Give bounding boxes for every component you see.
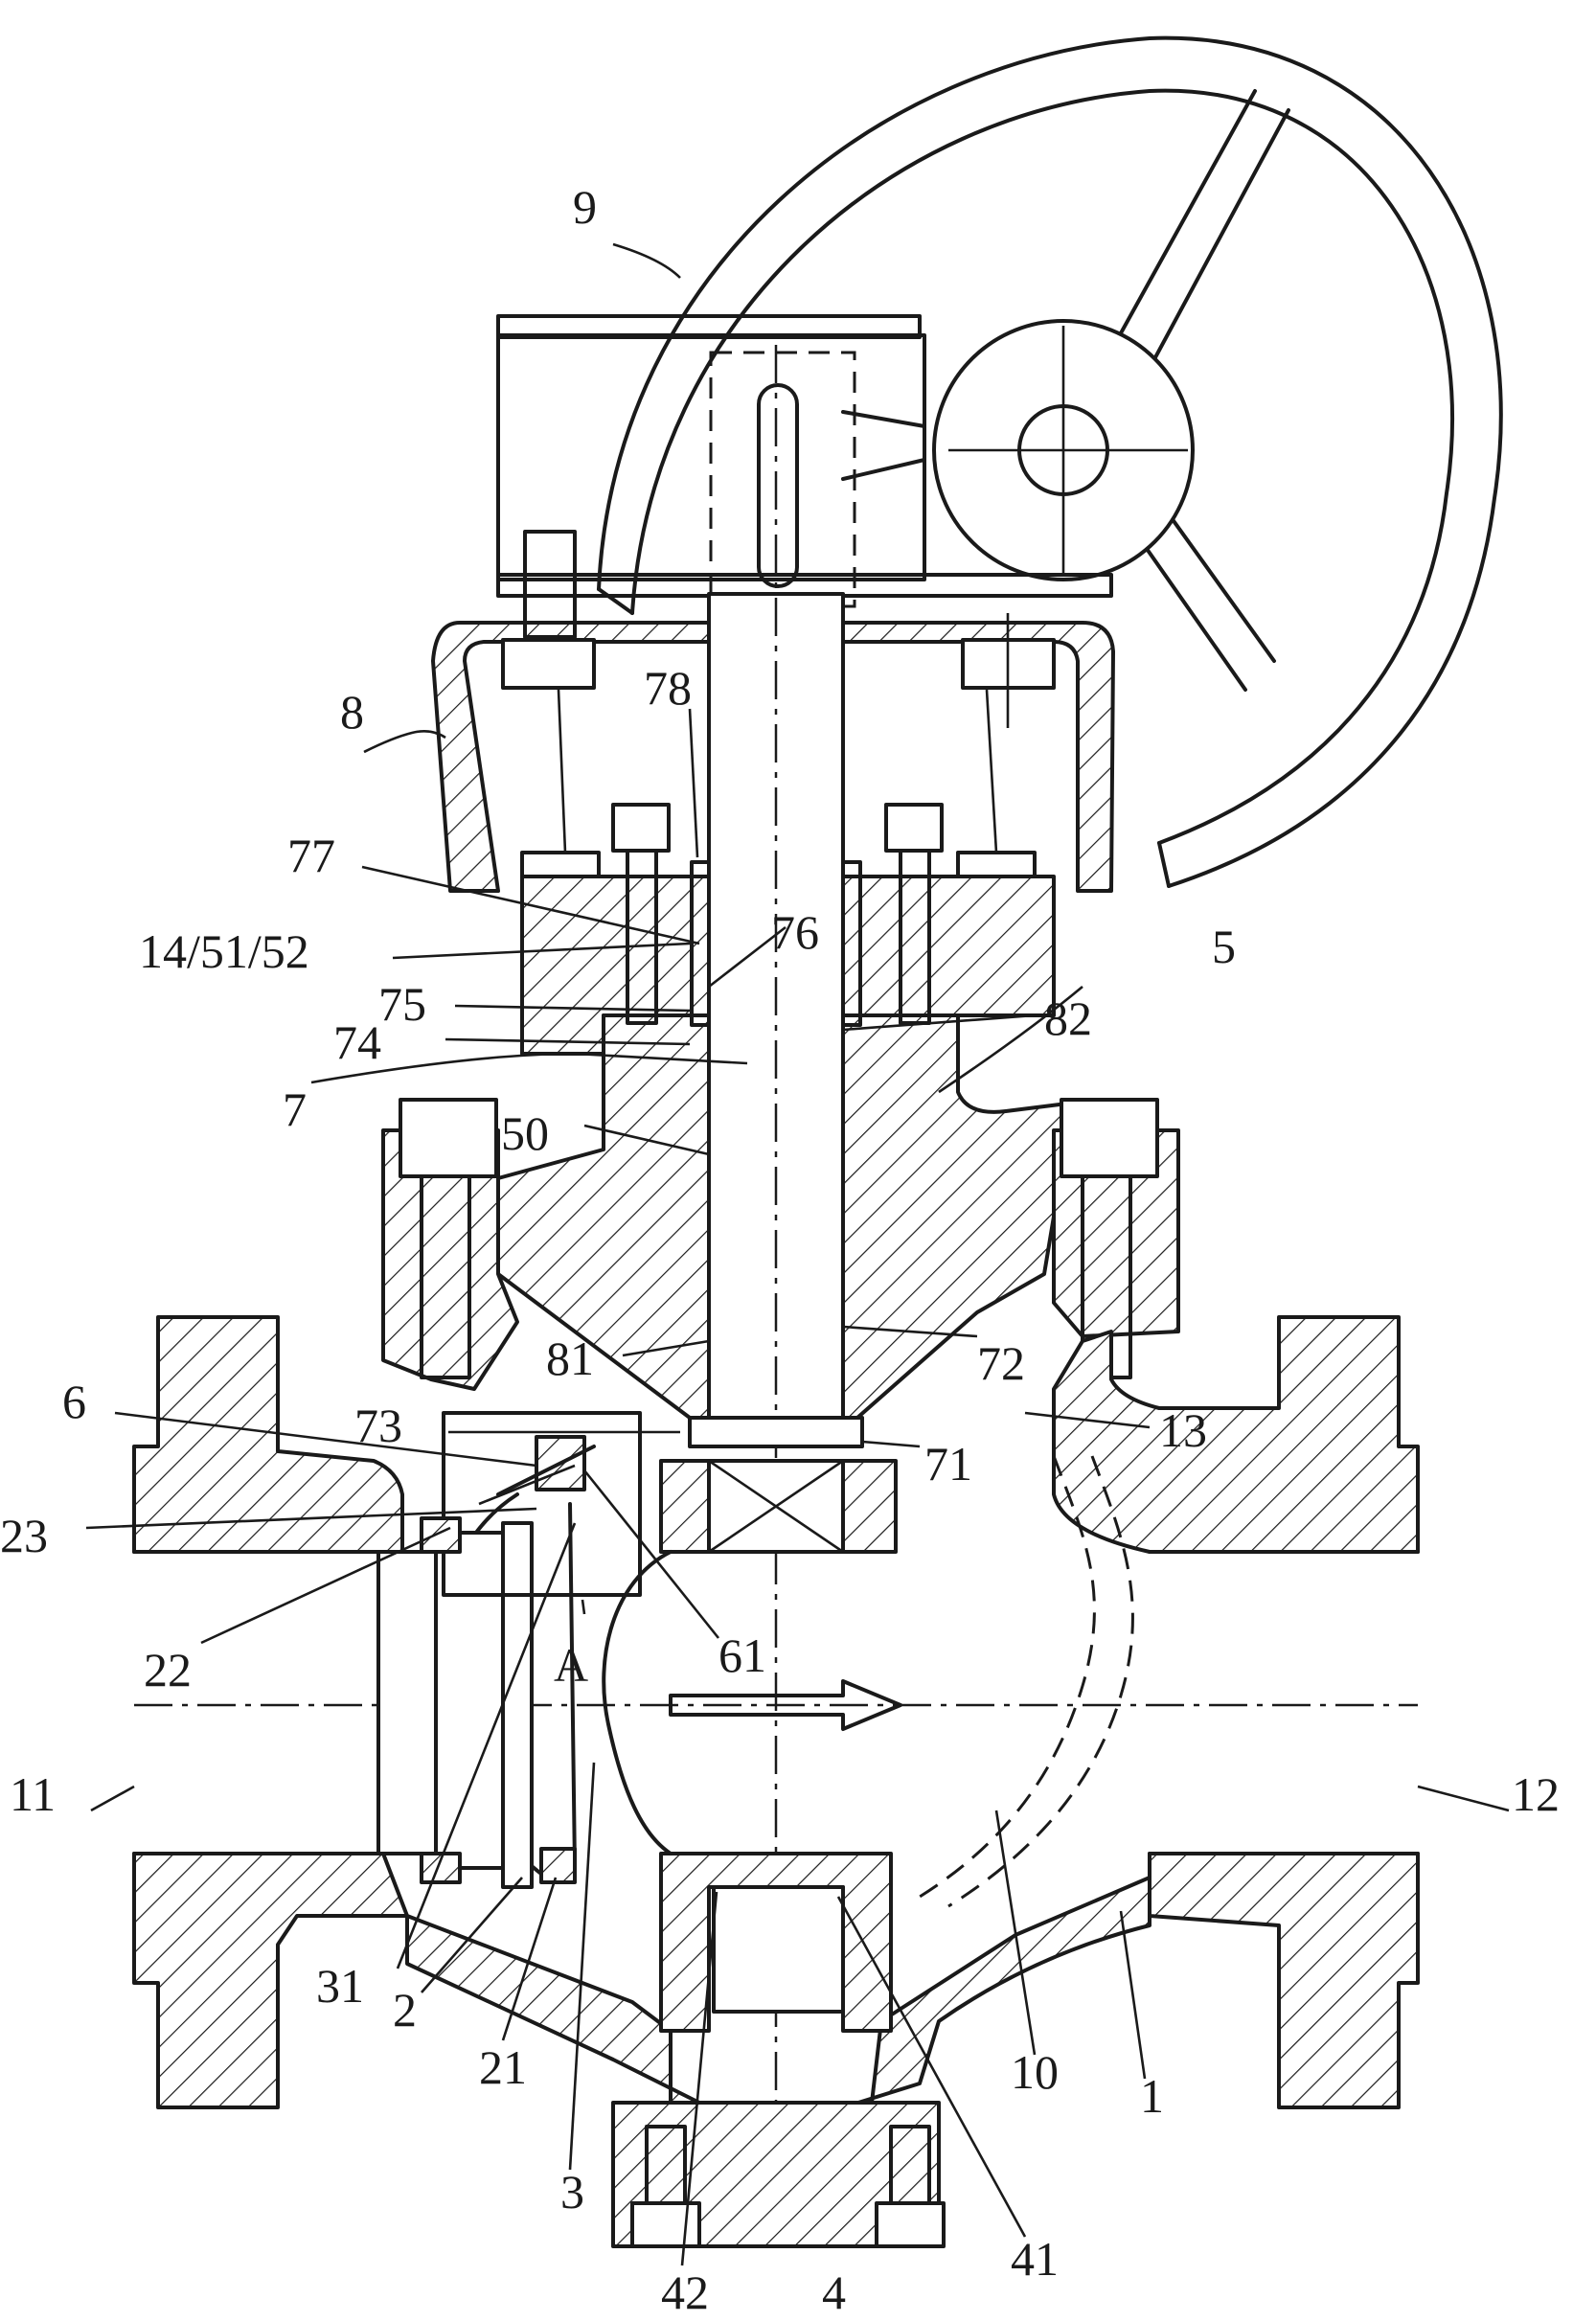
label-75: 75 [378,977,426,1031]
label-41: 41 [1011,2232,1059,2286]
label-74: 74 [333,1015,381,1069]
label-81: 81 [546,1332,594,1385]
label-73: 73 [354,1399,402,1452]
label-50: 50 [501,1106,549,1160]
label-A: A [554,1638,588,1692]
label-82: 82 [1044,991,1092,1045]
label-31: 31 [316,1959,364,2013]
label-10: 10 [1011,2045,1059,2099]
label-42: 42 [661,2265,709,2319]
label-77: 77 [287,829,335,882]
label-14-51-52: 14/51/52 [139,924,309,978]
label-11: 11 [10,1767,56,1821]
label-9: 9 [573,180,597,234]
label-71: 71 [924,1437,972,1491]
label-1: 1 [1140,2069,1164,2123]
label-61: 61 [718,1628,766,1682]
label-7: 7 [283,1082,307,1136]
label-78: 78 [644,661,692,715]
label-6: 6 [62,1375,86,1428]
label-2: 2 [393,1983,417,2037]
label-3: 3 [560,2165,584,2219]
label-72: 72 [977,1336,1025,1390]
label-76: 76 [771,905,819,959]
label-5: 5 [1212,920,1236,973]
label-13: 13 [1159,1403,1207,1457]
label-23: 23 [0,1509,48,1562]
label-4: 4 [822,2265,846,2319]
label-22: 22 [144,1643,192,1696]
label-21: 21 [479,2040,527,2094]
label-8: 8 [340,685,364,739]
label-12: 12 [1512,1767,1560,1821]
